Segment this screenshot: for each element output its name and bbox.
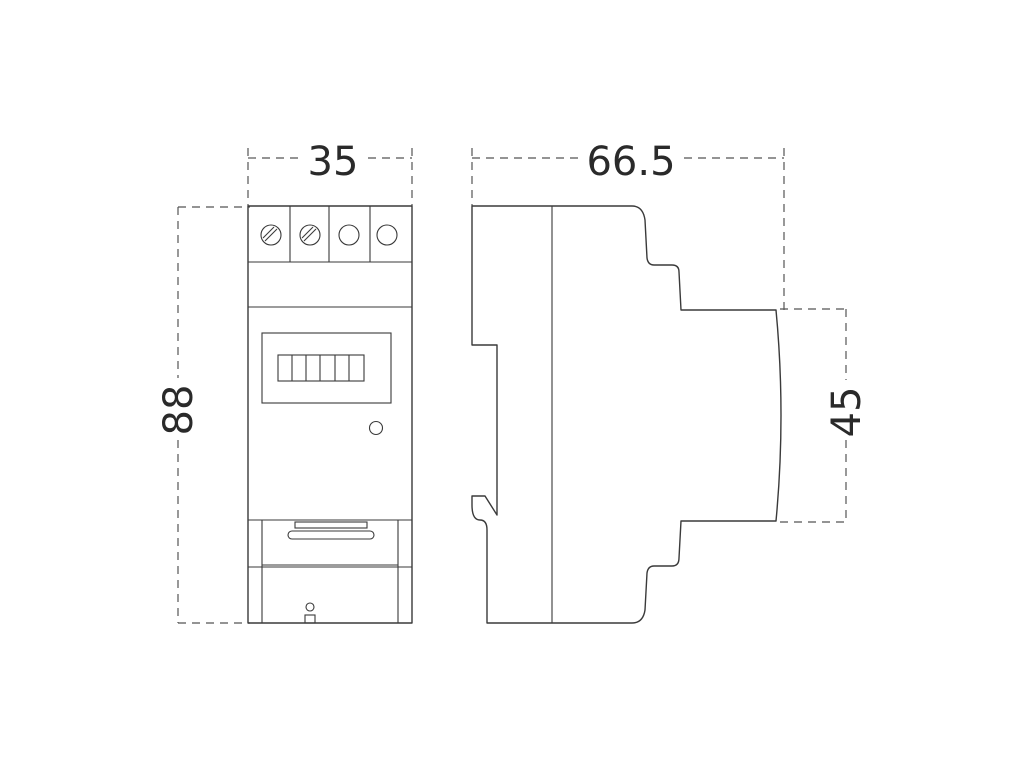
dimension-front-width: 35 <box>247 139 413 206</box>
seal-tab <box>304 614 316 624</box>
height-label: 88 <box>156 385 202 436</box>
cover-latch <box>287 521 375 540</box>
dimension-side-depth: 66.5 <box>471 139 785 310</box>
digit-counter <box>277 354 365 382</box>
front-body-outline <box>247 205 413 624</box>
display-window <box>261 332 392 404</box>
side-body-outline <box>471 205 782 624</box>
seal-hole <box>305 602 315 612</box>
terminal-hole-3 <box>338 224 360 246</box>
side-view <box>471 205 782 624</box>
dimension-height: 88 <box>156 206 250 624</box>
terminal-screw-2 <box>299 224 321 246</box>
rail-height-label: 45 <box>824 387 870 438</box>
terminal-screw-1 <box>260 224 282 246</box>
front-view <box>247 205 413 624</box>
reset-button-dot <box>368 420 384 436</box>
terminal-hole-4 <box>376 224 398 246</box>
side-depth-label: 66.5 <box>586 139 675 185</box>
front-width-label: 35 <box>308 139 359 185</box>
dimension-rail-height: 45 <box>780 308 870 523</box>
